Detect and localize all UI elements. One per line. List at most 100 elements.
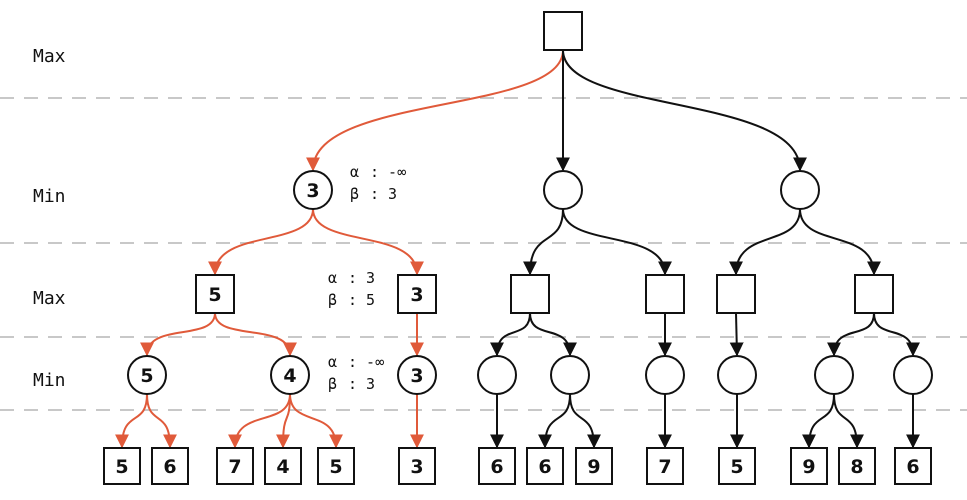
max-node [716,274,756,314]
node-value: 5 [140,365,153,387]
leaf-node: 5 [103,447,141,485]
tree-edges [115,49,920,449]
node-circle [127,355,167,395]
leaf-node: 9 [790,447,828,485]
min-node: 3 [397,355,437,395]
min-node [893,355,933,395]
leaf-node: 5 [718,447,756,485]
alpha-symbol: α [328,269,337,287]
tree-edge [115,393,148,449]
level-label-min-1: Min [33,186,66,207]
node-value: 3 [410,284,423,306]
node-square [838,447,876,485]
tree-edge [562,49,807,172]
node-square [854,274,894,314]
leaf-node: 6 [894,447,932,485]
min-node [543,170,583,210]
tree-edge [729,208,801,276]
node-square [398,447,436,485]
beta-value: : 5 [348,291,375,309]
node-value: 7 [658,456,671,478]
tree-edge [569,393,601,449]
min-node: 3 [293,170,333,210]
leaf-node: 4 [264,447,302,485]
node-square [216,447,254,485]
tree-edge [799,208,881,276]
node-value: 4 [283,365,296,387]
tree-edge [208,208,314,276]
tree-edge [214,312,297,357]
node-square [526,447,564,485]
leaf-node: 3 [398,447,436,485]
node-value: 3 [410,456,423,478]
node-value: 4 [276,456,289,478]
leaf-node: 6 [151,447,189,485]
node-square [575,447,613,485]
leaf-node: 9 [575,447,613,485]
node-value: 5 [208,284,221,306]
node-value: 9 [802,456,815,478]
node-circle [270,355,310,395]
tree-edge [538,393,571,449]
level-labels: Max Min Max Min [33,46,66,391]
node-value: 8 [850,456,863,478]
node-value: 6 [538,456,551,478]
node-square [151,447,189,485]
node-square [645,274,685,314]
node-circle [814,355,854,395]
level-label-min-2: Min [33,370,66,391]
node-square [195,274,235,314]
tree-edge [827,312,875,357]
node-circle [543,170,583,210]
beta-symbol: β [328,375,337,393]
level-label-max-2: Max [33,288,66,309]
alpha-symbol: α [328,353,337,371]
beta-symbol: β [328,291,337,309]
min-node [645,355,685,395]
tree-edge [146,393,177,449]
node-circle [293,170,333,210]
min-node [780,170,820,210]
node-square [317,447,355,485]
tree-edge [312,208,424,276]
node-square [894,447,932,485]
node-circle [645,355,685,395]
min-node: 4 [270,355,310,395]
leaf-node: 6 [526,447,564,485]
node-square [646,447,684,485]
node-circle [780,170,820,210]
beta-value: : 3 [370,185,397,203]
alpha-beta-annotation: α : -∞ β : 3 [328,353,384,393]
node-square [510,274,550,314]
max-node [543,11,583,51]
node-circle [717,355,757,395]
alpha-value: : -∞ [370,163,406,181]
max-node: 3 [397,274,437,314]
tree-edge [289,393,343,449]
alpha-value: : -∞ [348,353,384,371]
tree-edge [873,312,920,357]
alpha-value: : 3 [348,269,375,287]
node-value: 5 [730,456,743,478]
tree-edge [729,312,744,357]
leaf-node: 7 [216,447,254,485]
node-square [478,447,516,485]
node-circle [893,355,933,395]
node-value: 3 [306,180,319,202]
min-node [477,355,517,395]
node-value: 9 [587,456,600,478]
min-node [717,355,757,395]
leaf-node: 8 [838,447,876,485]
node-square [716,274,756,314]
beta-value: : 3 [348,375,375,393]
node-value: 3 [410,365,423,387]
tree-edge [140,312,216,357]
node-value: 7 [228,456,241,478]
node-circle [477,355,517,395]
node-square [790,447,828,485]
tree-edge [306,49,564,172]
min-node [550,355,590,395]
max-node [510,274,550,314]
